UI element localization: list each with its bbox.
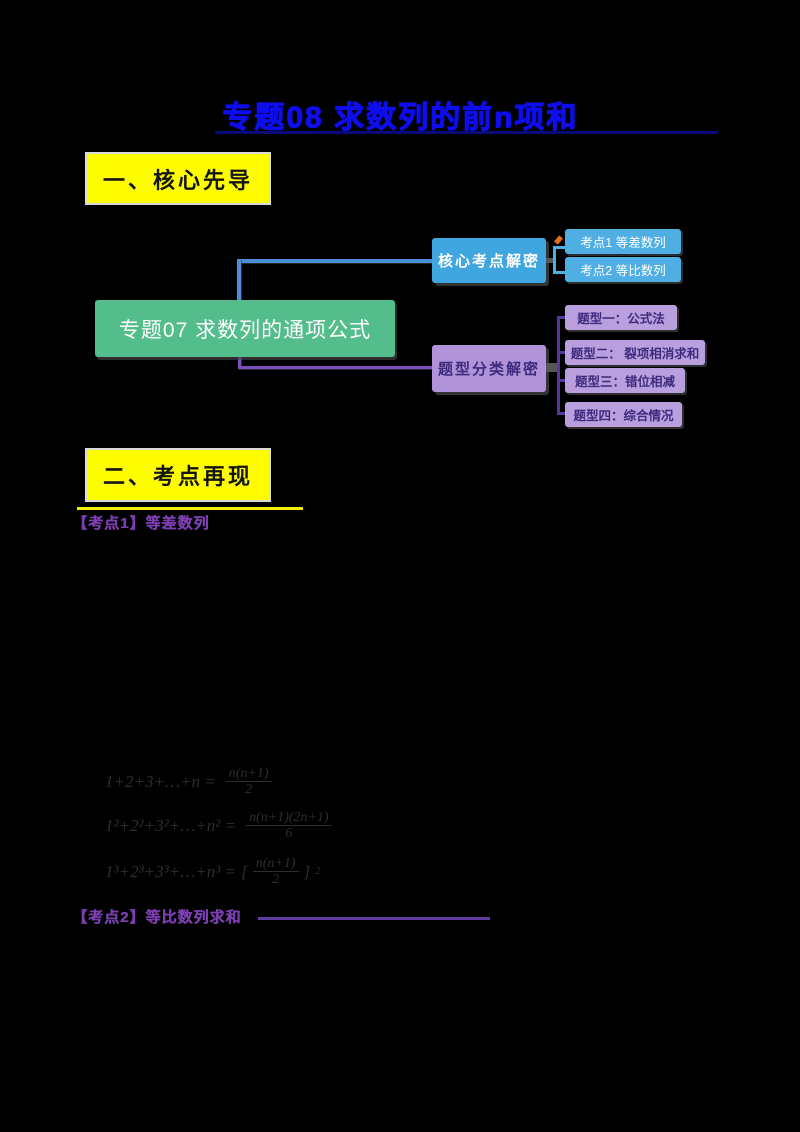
- formula-exponent: 2: [315, 865, 321, 878]
- section-header-label: 二、考点再现: [102, 464, 253, 489]
- leaf-label: 题型四：综合情况: [573, 409, 674, 423]
- fraction: n(n+1) 2: [225, 766, 272, 798]
- leaf-label: 题型一：公式法: [577, 312, 665, 326]
- purple-rule: [258, 917, 490, 920]
- formula-open: [: [241, 861, 248, 881]
- mindmap-leaf-kaodian-2: 考点2 等比数列: [565, 257, 681, 282]
- fraction-numerator: n(n+1): [252, 856, 299, 873]
- kaodian-heading-1: 【考点1】等差数列: [72, 515, 210, 532]
- title-underline: [215, 131, 718, 134]
- kaodian-heading-2: 【考点2】等比数列求和: [72, 909, 242, 926]
- leaf-label: 题型二： 裂项相消求和: [570, 347, 700, 361]
- connector-stub-bottom: [546, 363, 557, 372]
- mindmap-leaf-type-1: 题型一：公式法: [565, 305, 677, 330]
- connector-blue-horizontal: [237, 259, 434, 263]
- formula-sum-squares: 1²+2²+3²+…+n² = n(n+1)(2n+1) 6: [105, 810, 342, 842]
- fraction-denominator: 6: [285, 826, 293, 842]
- formula-lhs: 1³+2³+3³+…+n³ =: [105, 861, 237, 881]
- mindmap-root-node: 专题07 求数列的通项公式: [95, 300, 395, 357]
- bracket-purple-stub-4: [557, 412, 565, 415]
- connector-purple-horizontal: [238, 366, 433, 369]
- leaf-label: 考点2 等比数列: [580, 264, 666, 278]
- mindmap-branch-core-points: 核心考点解密: [432, 238, 546, 283]
- formula-sum-cubes: 1³+2³+3³+…+n³ = [ n(n+1) 2 ] 2: [105, 856, 321, 888]
- fraction: n(n+1)(2n+1) 6: [246, 810, 332, 842]
- formula-sum-n: 1+2+3+…+n = n(n+1) 2: [105, 766, 282, 798]
- bracket-purple-vertical: [557, 316, 560, 415]
- section-header-label: 一、核心先导: [102, 167, 253, 193]
- mindmap-root-label: 专题07 求数列的通项公式: [118, 318, 372, 342]
- mindmap-leaf-type-3: 题型三：错位相减: [565, 368, 685, 393]
- bracket-purple-stub-1: [557, 316, 565, 319]
- formula-close: ]: [303, 861, 311, 881]
- fraction-denominator: 2: [245, 782, 253, 798]
- connector-blue-vertical: [237, 259, 241, 304]
- page-title: 专题08 求数列的前n项和: [221, 101, 579, 134]
- bracket-purple-stub-2: [557, 351, 565, 354]
- bracket-blue-vertical: [553, 247, 556, 274]
- yellow-rule: [77, 507, 303, 510]
- mindmap-leaf-type-2: 题型二： 裂项相消求和: [565, 340, 705, 365]
- leaf-label: 题型三：错位相减: [574, 375, 675, 389]
- formula-lhs: 1²+2²+3²+…+n² =: [105, 815, 237, 835]
- bracket-blue-stub-1: [553, 246, 565, 249]
- bracket-purple-stub-3: [557, 379, 565, 382]
- fraction: n(n+1) 2: [252, 856, 299, 888]
- mindmap-leaf-kaodian-1: 考点1 等差数列: [565, 229, 681, 254]
- fraction-numerator: n(n+1): [225, 766, 272, 783]
- fraction-numerator: n(n+1)(2n+1): [246, 810, 332, 827]
- fraction-denominator: 2: [272, 872, 280, 888]
- leaf-label: 考点1 等差数列: [580, 236, 666, 250]
- bracket-blue-stub-2: [553, 271, 565, 274]
- branch-label: 题型分类解密: [437, 361, 540, 378]
- mindmap-leaf-type-4: 题型四：综合情况: [565, 402, 682, 427]
- connector-purple-vertical: [238, 355, 241, 369]
- mindmap-branch-problem-types: 题型分类解密: [432, 345, 546, 392]
- formula-lhs: 1+2+3+…+n =: [105, 771, 216, 791]
- connector-stub-top: [545, 258, 553, 263]
- section-header-kaodian-review: 二、考点再现: [85, 448, 271, 502]
- connector-orange-tick: [554, 235, 563, 245]
- branch-label: 核心考点解密: [437, 253, 540, 270]
- section-header-core-guide: 一、核心先导: [85, 152, 271, 205]
